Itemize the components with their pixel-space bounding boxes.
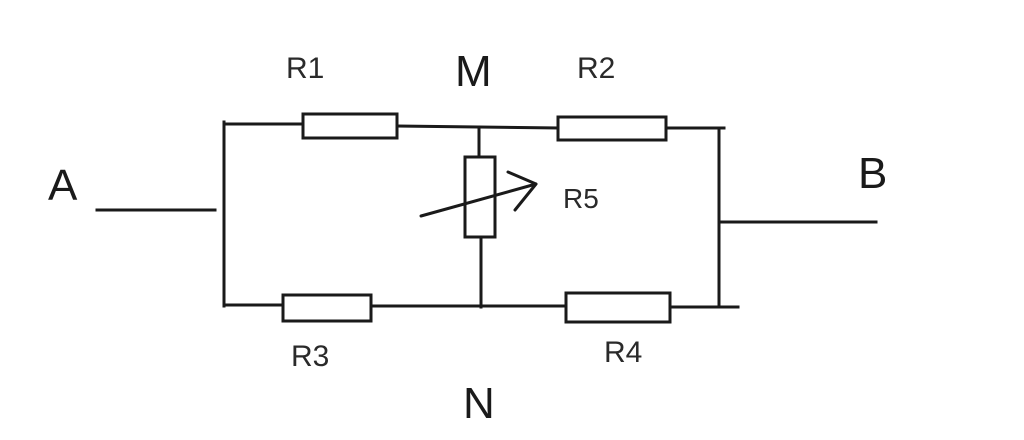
resistor-r5-label: R5 bbox=[563, 183, 599, 214]
node-n-label: N bbox=[463, 379, 495, 428]
circuit-wires bbox=[95, 120, 878, 309]
resistor-r2 bbox=[556, 115, 668, 142]
resistor-r1 bbox=[301, 112, 399, 140]
node-m-label: M bbox=[455, 47, 492, 96]
resistor-r4-label: R4 bbox=[604, 336, 642, 369]
variable-arrow-icon bbox=[419, 170, 538, 218]
resistor-r4 bbox=[564, 291, 672, 324]
resistor-r2-label: R2 bbox=[577, 52, 615, 85]
resistor-r1-label: R1 bbox=[286, 52, 324, 85]
terminal-b-label: B bbox=[858, 149, 887, 198]
resistor-r3 bbox=[281, 293, 373, 323]
resistor-r3-label: R3 bbox=[291, 340, 329, 373]
terminal-a-label: A bbox=[48, 161, 78, 210]
